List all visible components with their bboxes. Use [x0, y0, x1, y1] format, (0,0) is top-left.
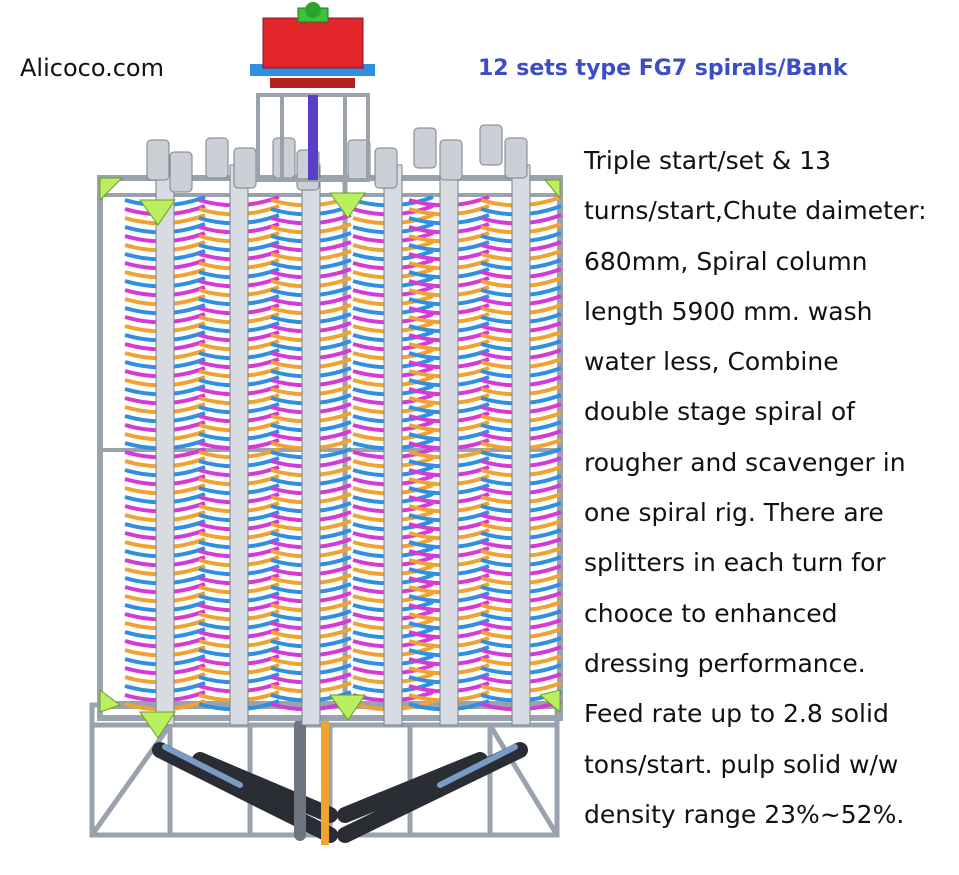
- spec-description: Triple start/set & 13 turns/start,Chute …: [584, 136, 954, 840]
- page-title: 12 sets type FG7 spirals/Bank: [478, 56, 848, 81]
- description-line: double stage spiral of: [584, 397, 855, 427]
- description-line: Feed rate up to 2.8 solid: [584, 699, 889, 729]
- description-line: length 5900 mm. wash: [584, 296, 873, 326]
- description-line: density range 23%~52%.: [584, 799, 905, 829]
- description-line: tons/start. pulp solid w/w: [584, 749, 899, 779]
- brand-logo-text: Alicoco.com: [20, 54, 164, 82]
- description-line: chooce to enhanced: [584, 598, 838, 628]
- description-line: one spiral rig. There are: [584, 498, 884, 528]
- description-line: turns/start,Chute daimeter:: [584, 196, 927, 226]
- description-line: rougher and scavenger in: [584, 447, 906, 477]
- description-line: water less, Combine: [584, 347, 839, 377]
- description-line: dressing performance.: [584, 648, 866, 678]
- description-line: splitters in each turn for: [584, 548, 886, 578]
- feed-caps: [146, 124, 528, 193]
- description-line: 680mm, Spiral column: [584, 246, 868, 276]
- center-posts: [155, 164, 531, 726]
- description-line: Triple start/set & 13: [584, 146, 832, 175]
- feed-distributor: [250, 2, 375, 182]
- corner-plates: [99, 177, 561, 739]
- pipe-highlights: [162, 744, 518, 788]
- discharge-pipes: [152, 719, 528, 843]
